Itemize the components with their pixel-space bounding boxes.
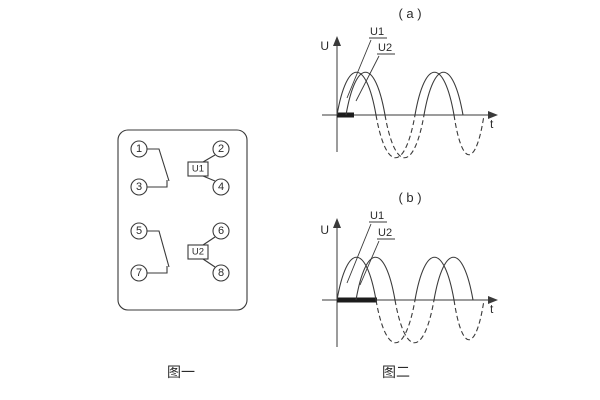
y-axis-label-b: U <box>320 223 329 237</box>
coil-u2-lead-bottom <box>202 258 216 268</box>
terminal-label-4: 4 <box>218 181 224 193</box>
x-axis-label-a: t <box>490 117 494 131</box>
u2-solid-curve-a <box>345 71 464 116</box>
relay-outline <box>117 129 248 311</box>
terminal-label-1: 1 <box>136 143 142 155</box>
u2-curve-label-a: U2 <box>378 42 392 54</box>
coil-u1-label: U1 <box>192 164 204 175</box>
x-axis-arrow-a <box>488 111 498 119</box>
graph-a-curves <box>336 71 485 159</box>
figure1-group <box>117 129 248 311</box>
coil-u1-lead-top <box>202 154 216 163</box>
conduction-bar-a <box>337 112 354 118</box>
terminal-label-8: 8 <box>218 267 224 279</box>
terminal-circle-4 <box>212 178 230 196</box>
x-axis-arrow-b <box>488 296 498 304</box>
graph-b-title: ( b ) <box>398 190 421 205</box>
u1-leader-a <box>346 39 372 99</box>
y-axis-label-a: U <box>320 39 329 53</box>
figure2-caption: 图二 <box>382 364 410 380</box>
graph-a-title: ( a ) <box>398 6 421 21</box>
u2-solid-curve-b <box>355 256 474 301</box>
u2-curve-label-b: U2 <box>378 227 392 239</box>
u1-leader-b <box>346 223 372 284</box>
u1-solid-curve-a <box>336 71 455 116</box>
u2-leader-a <box>355 55 380 102</box>
graph-b-leaders <box>346 221 395 286</box>
terminal-label-5: 5 <box>136 225 142 237</box>
contact-fixed-top <box>147 180 168 188</box>
graph-a-leaders <box>346 37 395 102</box>
graph-b-axes <box>322 226 489 347</box>
coil-u1-lead-bottom <box>202 175 216 182</box>
terminal-label-3: 3 <box>136 181 142 193</box>
graph-a-group: ( a ) U t U1 U2 <box>320 6 498 159</box>
contact-blade-top <box>147 148 170 182</box>
u1-curve-label-a: U1 <box>370 26 384 38</box>
u1-curve-label-b: U1 <box>370 210 384 222</box>
u1-dashed-curve-a <box>375 114 485 159</box>
terminal-circle-6 <box>212 222 230 240</box>
conduction-bar-b <box>337 297 377 303</box>
coil-u2-box <box>187 244 209 260</box>
graph-b-curves <box>336 256 485 344</box>
coil-u2-label: U2 <box>192 247 204 258</box>
x-axis-label-b: t <box>490 302 494 316</box>
y-axis-arrow-b <box>333 218 341 228</box>
terminal-circle-8 <box>212 264 230 282</box>
y-axis-arrow-a <box>333 36 341 46</box>
figure1-labels: 1 2 3 4 5 6 7 8 U1 U2 图一 <box>136 143 224 380</box>
contact-blade-bottom <box>147 230 170 268</box>
graph-b-labels: ( b ) U t U1 U2 <box>320 190 494 316</box>
terminal-label-6: 6 <box>218 225 224 237</box>
u2-dashed-curve-b <box>394 299 435 344</box>
u1-dashed-curve-b <box>375 299 485 344</box>
contact-fixed-bottom <box>147 266 168 274</box>
coil-u1-box <box>187 161 209 177</box>
coil-u2-lead-top <box>202 236 216 246</box>
graph-b-group: ( b ) U t U1 U2 <box>320 190 498 347</box>
terminal-circle-2 <box>212 140 230 158</box>
u2-leader-b <box>359 240 380 286</box>
terminal-label-7: 7 <box>136 267 142 279</box>
graph-a-labels: ( a ) U t U1 U2 <box>320 6 494 131</box>
u1-solid-curve-b <box>336 256 455 301</box>
terminal-label-2: 2 <box>218 143 224 155</box>
figure1-caption: 图一 <box>167 364 195 380</box>
u2-dashed-curve-a <box>384 114 425 159</box>
